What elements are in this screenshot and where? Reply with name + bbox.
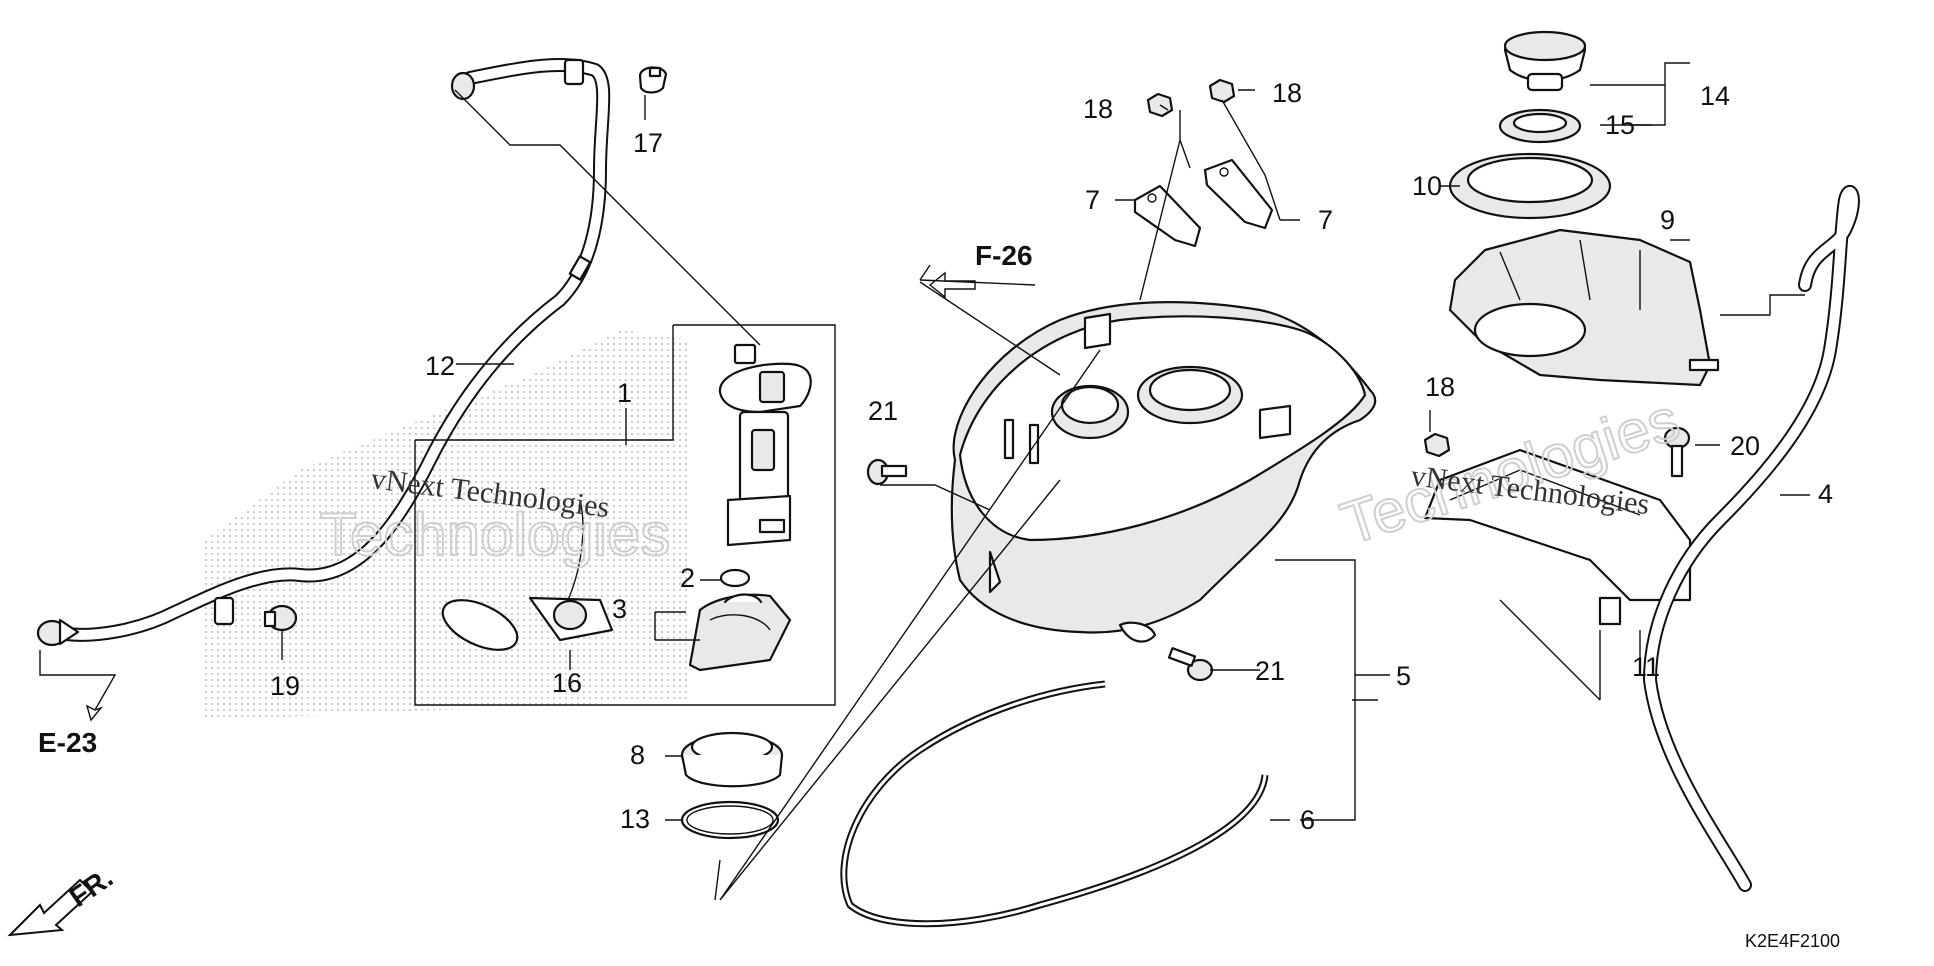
leader-lines — [39, 62, 1810, 901]
callout-6: 6 — [1300, 805, 1315, 835]
bracket-11 — [1423, 448, 1692, 626]
washer-15 — [1498, 108, 1582, 144]
callout-4: 4 — [1818, 479, 1833, 509]
callout-20: 20 — [1730, 431, 1760, 461]
tank-seal-6 — [840, 680, 1269, 928]
callout-16: 16 — [552, 668, 582, 698]
callout-5: 5 — [1396, 661, 1411, 691]
bolt-21-b — [1167, 647, 1214, 682]
callout-18a: 18 — [1083, 94, 1113, 124]
bolt-20 — [1663, 426, 1691, 478]
callout-3: 3 — [612, 594, 627, 624]
callout-12: 12 — [425, 351, 455, 381]
fuel-pump-frame — [414, 324, 836, 706]
breather-hose-4 — [1643, 185, 1860, 892]
ref-f26: F-26 — [975, 240, 1033, 271]
bracket-7-right — [1203, 158, 1274, 230]
fuel-pump-unit — [718, 343, 812, 547]
arrow-f26 — [928, 271, 976, 299]
cap-seal-10 — [1448, 152, 1612, 220]
callout-14: 14 — [1700, 81, 1730, 111]
fuel-feed-hose-12 — [36, 57, 611, 647]
o-ring-2 — [719, 568, 751, 588]
arrow-e23 — [85, 704, 104, 722]
nut-18-b — [1208, 78, 1236, 104]
callout-8: 8 — [630, 740, 645, 770]
watermark-bg-left: Technologies — [320, 501, 670, 568]
callout-17: 17 — [633, 128, 663, 158]
callout-15: 15 — [1605, 110, 1635, 140]
bolt-19 — [263, 604, 298, 632]
lock-ring-8 — [680, 731, 784, 788]
front-direction-arrow: FR. — [7, 862, 118, 937]
callout-18b: 18 — [1272, 78, 1302, 108]
callout-19: 19 — [270, 671, 300, 701]
callout-21b: 21 — [1255, 656, 1285, 686]
nut-18-c — [1423, 432, 1451, 458]
fuel-cap-14 — [1503, 30, 1587, 92]
fuel-tank-5 — [950, 301, 1377, 643]
gasket-13 — [680, 800, 780, 840]
callout-9: 9 — [1660, 205, 1675, 235]
callout-10: 10 — [1412, 171, 1442, 201]
callout-7b: 7 — [1318, 205, 1333, 235]
callout-numbers: 1 2 3 4 5 6 7 7 8 9 10 11 12 13 14 15 16… — [270, 78, 1833, 835]
bolt-21-a — [866, 458, 908, 486]
pump-cover-3 — [688, 593, 792, 672]
callout-21a: 21 — [868, 396, 898, 426]
hose-clip-17 — [638, 66, 668, 94]
callout-7a: 7 — [1085, 185, 1100, 215]
diagram-code: K2E4F2100 — [1745, 931, 1840, 951]
callout-11: 11 — [1632, 652, 1660, 682]
callout-2: 2 — [680, 563, 695, 593]
callout-13: 13 — [620, 804, 650, 834]
callout-18c: 18 — [1425, 372, 1455, 402]
bracket-7-left — [1133, 184, 1202, 248]
inner-cover-9 — [1448, 228, 1720, 387]
fuel-level-float-16 — [441, 499, 614, 651]
ref-e23: E-23 — [38, 727, 97, 758]
callout-1: 1 — [617, 378, 632, 408]
